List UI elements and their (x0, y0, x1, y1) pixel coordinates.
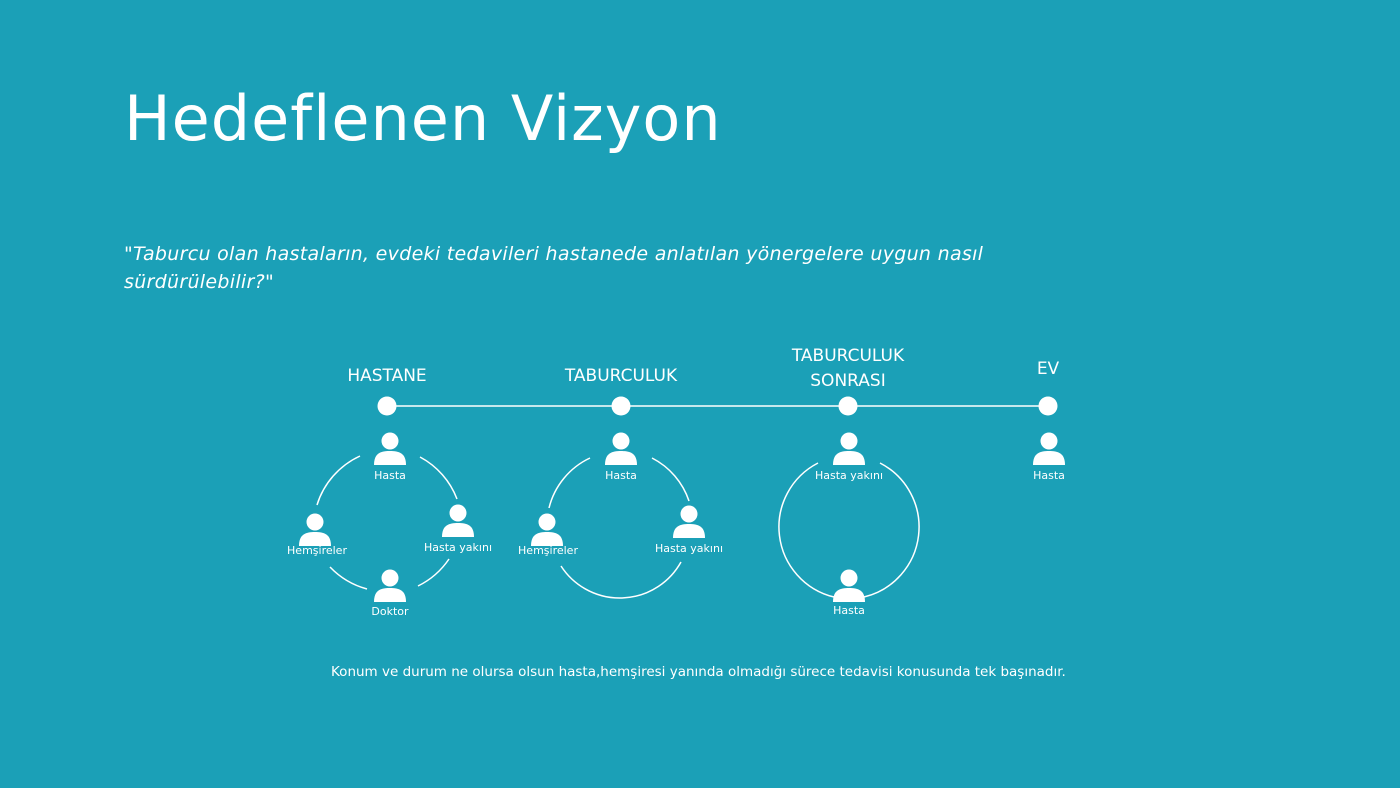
person-label: Hasta (1033, 469, 1065, 482)
stage-node-taburculuk (611, 396, 631, 416)
stage-label-taburculuk-sonrasi-line2: SONRASI (810, 371, 885, 391)
person-icon (673, 505, 705, 538)
person-icon (299, 513, 331, 546)
person-icon (605, 432, 637, 465)
stage-label-ev: EV (1037, 359, 1060, 379)
person-icon (833, 569, 865, 602)
person-label: Hasta (833, 604, 865, 617)
person-label: Hasta (605, 469, 637, 482)
question-quote: "Taburcu olan hastaların, evdeki tedavil… (124, 243, 984, 293)
person-icon (374, 432, 406, 465)
footer-note: Konum ve durum ne olursa olsun hasta,hem… (331, 664, 1066, 680)
taburculuk-cycle-arcs (548, 457, 690, 599)
person-icon (374, 569, 406, 602)
person-icon (531, 513, 563, 546)
stage-label-taburculuk-sonrasi-line1: TABURCULUK (791, 346, 905, 366)
page-title: Hedeflenen Vizyon (124, 82, 722, 155)
person-icon (1033, 432, 1065, 465)
stage-node-ev (1038, 396, 1058, 416)
person-icon (833, 432, 865, 465)
person-label: Hasta yakını (424, 541, 492, 554)
stage-label-hastane: HASTANE (347, 366, 426, 386)
person-label: Hasta yakını (655, 542, 723, 555)
person-label: Hemşireler (287, 544, 347, 557)
stage-node-taburculuk-sonrasi (838, 396, 858, 416)
taburculuk-sonrasi-cycle-arcs (778, 462, 920, 598)
person-label: Hemşireler (518, 544, 578, 557)
person-label: Hasta yakını (815, 469, 883, 482)
person-icon (442, 504, 474, 537)
people-layer: Hasta Hemşireler Hasta yakını Doktor Has… (287, 432, 1065, 618)
hastane-cycle-arcs (316, 455, 458, 590)
person-label: Hasta (374, 469, 406, 482)
stage-label-taburculuk: TABURCULUK (564, 366, 678, 386)
stage-node-hastane (377, 396, 397, 416)
person-label: Doktor (371, 605, 409, 618)
